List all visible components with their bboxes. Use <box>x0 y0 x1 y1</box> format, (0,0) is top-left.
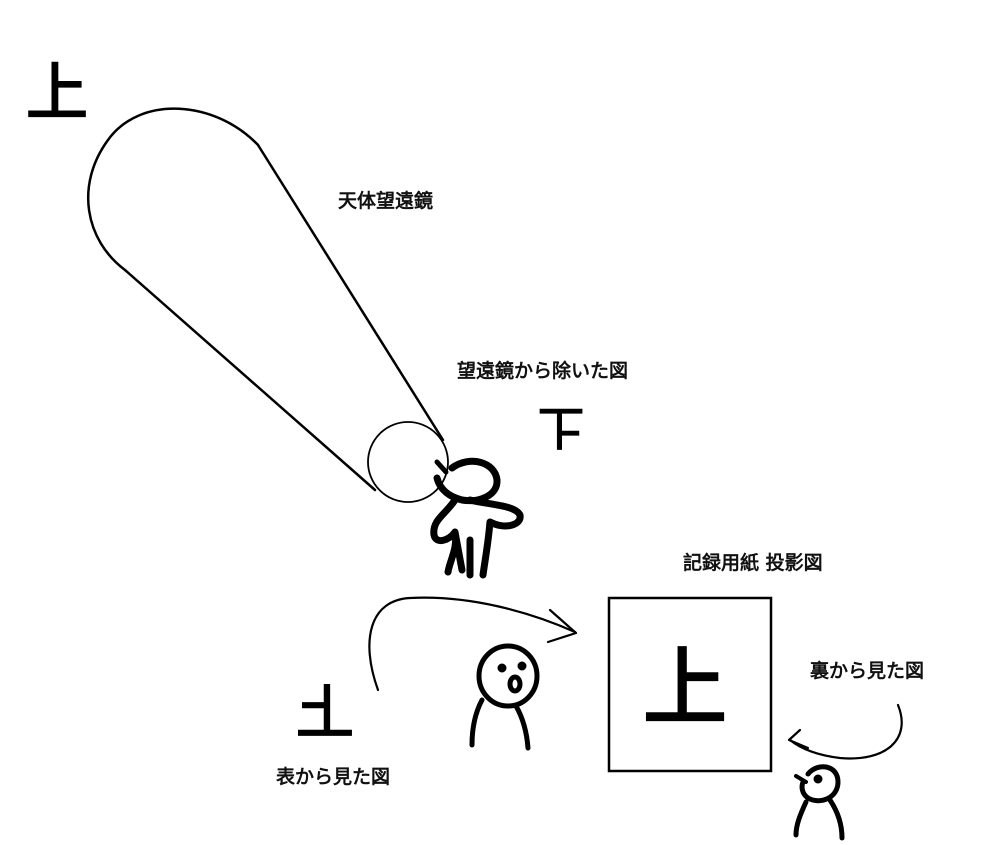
observer-at-telescope <box>430 457 524 579</box>
front-observer-head <box>476 643 540 709</box>
arrow-head <box>546 608 578 644</box>
eyepiece-circle <box>367 421 449 503</box>
arrow-head <box>787 728 810 750</box>
telescope-edge-top <box>256 143 445 442</box>
observer-head <box>433 457 501 505</box>
observer-body <box>430 496 524 579</box>
observer-nose <box>434 459 449 475</box>
telescope-body <box>87 107 377 492</box>
eyepiece-view-label: 望遠鏡から除いた図 <box>457 360 629 382</box>
sun-top-glyph: 上 <box>26 62 88 124</box>
recording-paper-label: 記録用紙 投影図 <box>683 552 823 574</box>
back-observer-nose <box>794 774 808 784</box>
front-observer-body <box>469 697 531 751</box>
paper-center-char: 上 <box>643 638 728 737</box>
eyepiece-image-char: 上 <box>538 400 584 454</box>
telescope <box>87 107 449 503</box>
back-observer-body <box>793 797 845 841</box>
view-from-front-label: 表から見た図 <box>276 766 391 788</box>
front-observer-mouth <box>507 674 523 694</box>
front-view-char: 上 <box>296 679 355 747</box>
arrow-front-to-paper <box>368 596 578 692</box>
paper-center-glyph: 上 <box>643 646 727 730</box>
recording-paper-frame <box>607 596 773 773</box>
sun-top-char: 上 <box>26 56 89 129</box>
front-observer-eye-right <box>517 661 527 671</box>
front-observer-eye-left <box>497 663 507 673</box>
arrow-back-to-paper <box>787 703 903 760</box>
observer-back <box>793 764 845 841</box>
back-observer-head <box>799 764 841 804</box>
observer-front <box>469 643 540 751</box>
front-view-glyph: 上 <box>296 679 355 747</box>
back-observer-eye <box>813 774 823 784</box>
view-from-back-label: 裏から見た図 <box>810 660 925 682</box>
eyepiece-image-glyph: 上 <box>538 400 584 454</box>
telescope-label: 天体望遠鏡 <box>338 190 434 212</box>
